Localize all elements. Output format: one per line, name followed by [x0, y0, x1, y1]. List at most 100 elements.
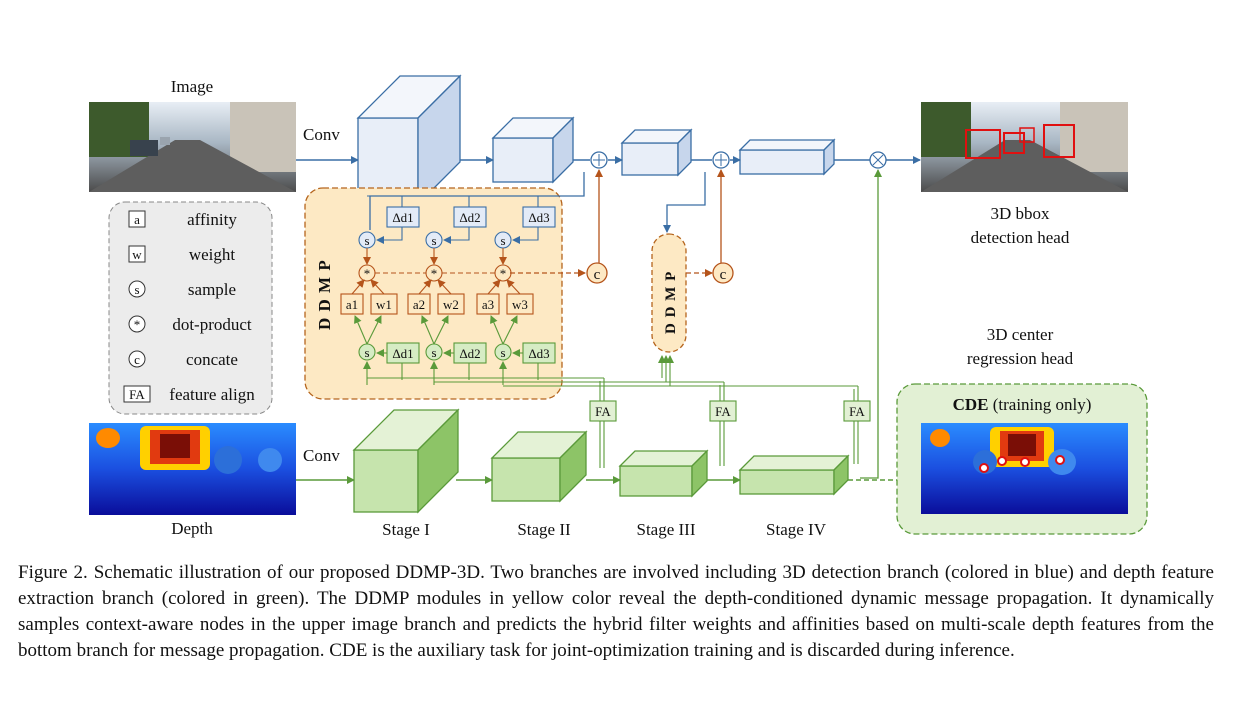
- delta-top-2-text: Δd2: [459, 210, 480, 225]
- legend-symbol: *: [134, 317, 141, 332]
- center-head-line2: regression head: [967, 349, 1074, 368]
- fa-label-3: FA: [849, 404, 865, 419]
- bbox-head-line1: 3D bbox: [990, 204, 1050, 223]
- output-image: [921, 102, 1128, 192]
- affinity-3-text: a3: [482, 297, 494, 312]
- dot-product-1: *: [358, 264, 376, 282]
- dot-product-3-text: *: [500, 266, 507, 281]
- weight-to-dot: [506, 279, 521, 295]
- legend-label: affinity: [187, 210, 237, 229]
- affinity-1-text: a1: [346, 297, 358, 312]
- image-label: Image: [171, 77, 213, 96]
- input-image: [89, 102, 296, 192]
- sample-to-weight: [366, 315, 382, 345]
- delta-top-3: Δd3: [522, 206, 556, 228]
- sample-bottom-1-text: s: [364, 345, 369, 360]
- legend-item-dot-product: * dot-product: [128, 315, 252, 334]
- legend-item-weight: w weight: [128, 245, 236, 264]
- affinity-2: a2: [407, 293, 431, 315]
- sample-to-affinity: [354, 315, 368, 345]
- sample-top-2: s: [425, 231, 443, 249]
- det-feature-3: [620, 128, 693, 177]
- det-feature-2: [491, 116, 575, 184]
- affinity-1: a1: [340, 293, 364, 315]
- ddmp-blue-feed: [369, 172, 585, 230]
- legend-symbol: c: [134, 352, 140, 367]
- stage-label-3: Stage III: [636, 520, 695, 539]
- dot-product-1-text: *: [364, 266, 371, 281]
- delta-bottom-2: Δd2: [453, 342, 487, 364]
- legend-label: sample: [188, 280, 236, 299]
- conv-label-top: Conv: [303, 125, 340, 144]
- cde-title: CDE (training only): [953, 395, 1092, 414]
- stage-label-1: Stage I: [382, 520, 430, 539]
- concat-symbol-2: c: [720, 267, 727, 283]
- add-node-2: [712, 151, 730, 169]
- depth-stage-2: [490, 430, 588, 503]
- detection-branch: [356, 74, 836, 206]
- dot-product-3: *: [494, 264, 512, 282]
- legend-label: dot-product: [172, 315, 252, 334]
- delta-to-sample: [376, 227, 403, 244]
- ddmp-small-label: D D M P: [663, 271, 679, 334]
- depth-branch: [352, 408, 850, 514]
- weight-1-text: w1: [376, 297, 392, 312]
- sample-top-3-text: s: [500, 233, 505, 248]
- legend-label: feature align: [169, 385, 255, 404]
- legend-symbol-circle: [128, 315, 146, 333]
- delta-bottom-1-text: Δd1: [392, 346, 413, 361]
- legend-symbol-square: [128, 245, 146, 263]
- sample-bottom-2-text: s: [431, 345, 436, 360]
- legend-symbol-circle: [128, 280, 146, 298]
- delta-top-2: Δd2: [453, 206, 487, 228]
- weight-3-text: w3: [512, 297, 528, 312]
- delta-to-sample: [443, 227, 470, 244]
- concat-node-1: c: [586, 262, 608, 284]
- ddmp-small-blue-feed: [663, 172, 706, 233]
- sample-bottom-1: s: [358, 343, 376, 361]
- weight-to-dot: [437, 279, 452, 295]
- sample-to-affinity: [490, 315, 504, 345]
- sample-bottom-3-text: s: [500, 345, 505, 360]
- weight-3: w3: [506, 293, 534, 315]
- delta-bottom-1: Δd1: [386, 342, 420, 364]
- delta-bottom-2-text: Δd2: [459, 346, 480, 361]
- concat-symbol-1: c: [594, 267, 601, 283]
- sample-to-weight: [433, 315, 449, 345]
- caption-text: Figure 2. Schematic illustration of our …: [18, 562, 1214, 661]
- depth-stage-4: [738, 454, 850, 496]
- legend-symbol-square: [123, 385, 151, 403]
- legend-symbol: w: [132, 247, 142, 262]
- det-feature-1: [356, 74, 462, 206]
- add-node-1: [590, 151, 608, 169]
- dot-product-2: *: [425, 264, 443, 282]
- depth-label: Depth: [171, 519, 213, 538]
- stage-label-4: Stage IV: [766, 520, 827, 539]
- affinity-2-text: a2: [413, 297, 425, 312]
- delta-to-sample: [512, 227, 539, 244]
- legend-symbol-square: [128, 210, 146, 228]
- sample-bottom-2: s: [425, 343, 443, 361]
- weight-1: w1: [370, 293, 398, 315]
- depth-to-multiply-arrow: [860, 169, 882, 479]
- fa-box-2: FA: [709, 382, 737, 466]
- sample-to-affinity: [421, 315, 435, 345]
- affinity-to-dot: [487, 279, 501, 295]
- legend-symbol: FA: [129, 387, 145, 402]
- ddmp-large-label: D D M P: [315, 259, 334, 330]
- concat-node-2: c: [712, 262, 734, 284]
- sample-bottom-3: s: [494, 343, 512, 361]
- sample-top-3: s: [494, 231, 512, 249]
- delta-bottom-3-text: Δd3: [528, 346, 549, 361]
- weight-to-dot: [370, 279, 385, 295]
- legend-label: weight: [189, 245, 236, 264]
- delta-top-3-text: Δd3: [528, 210, 549, 225]
- affinity-to-dot: [351, 279, 365, 295]
- affinity-3: a3: [476, 293, 500, 315]
- fa-box-3: FA: [843, 386, 871, 464]
